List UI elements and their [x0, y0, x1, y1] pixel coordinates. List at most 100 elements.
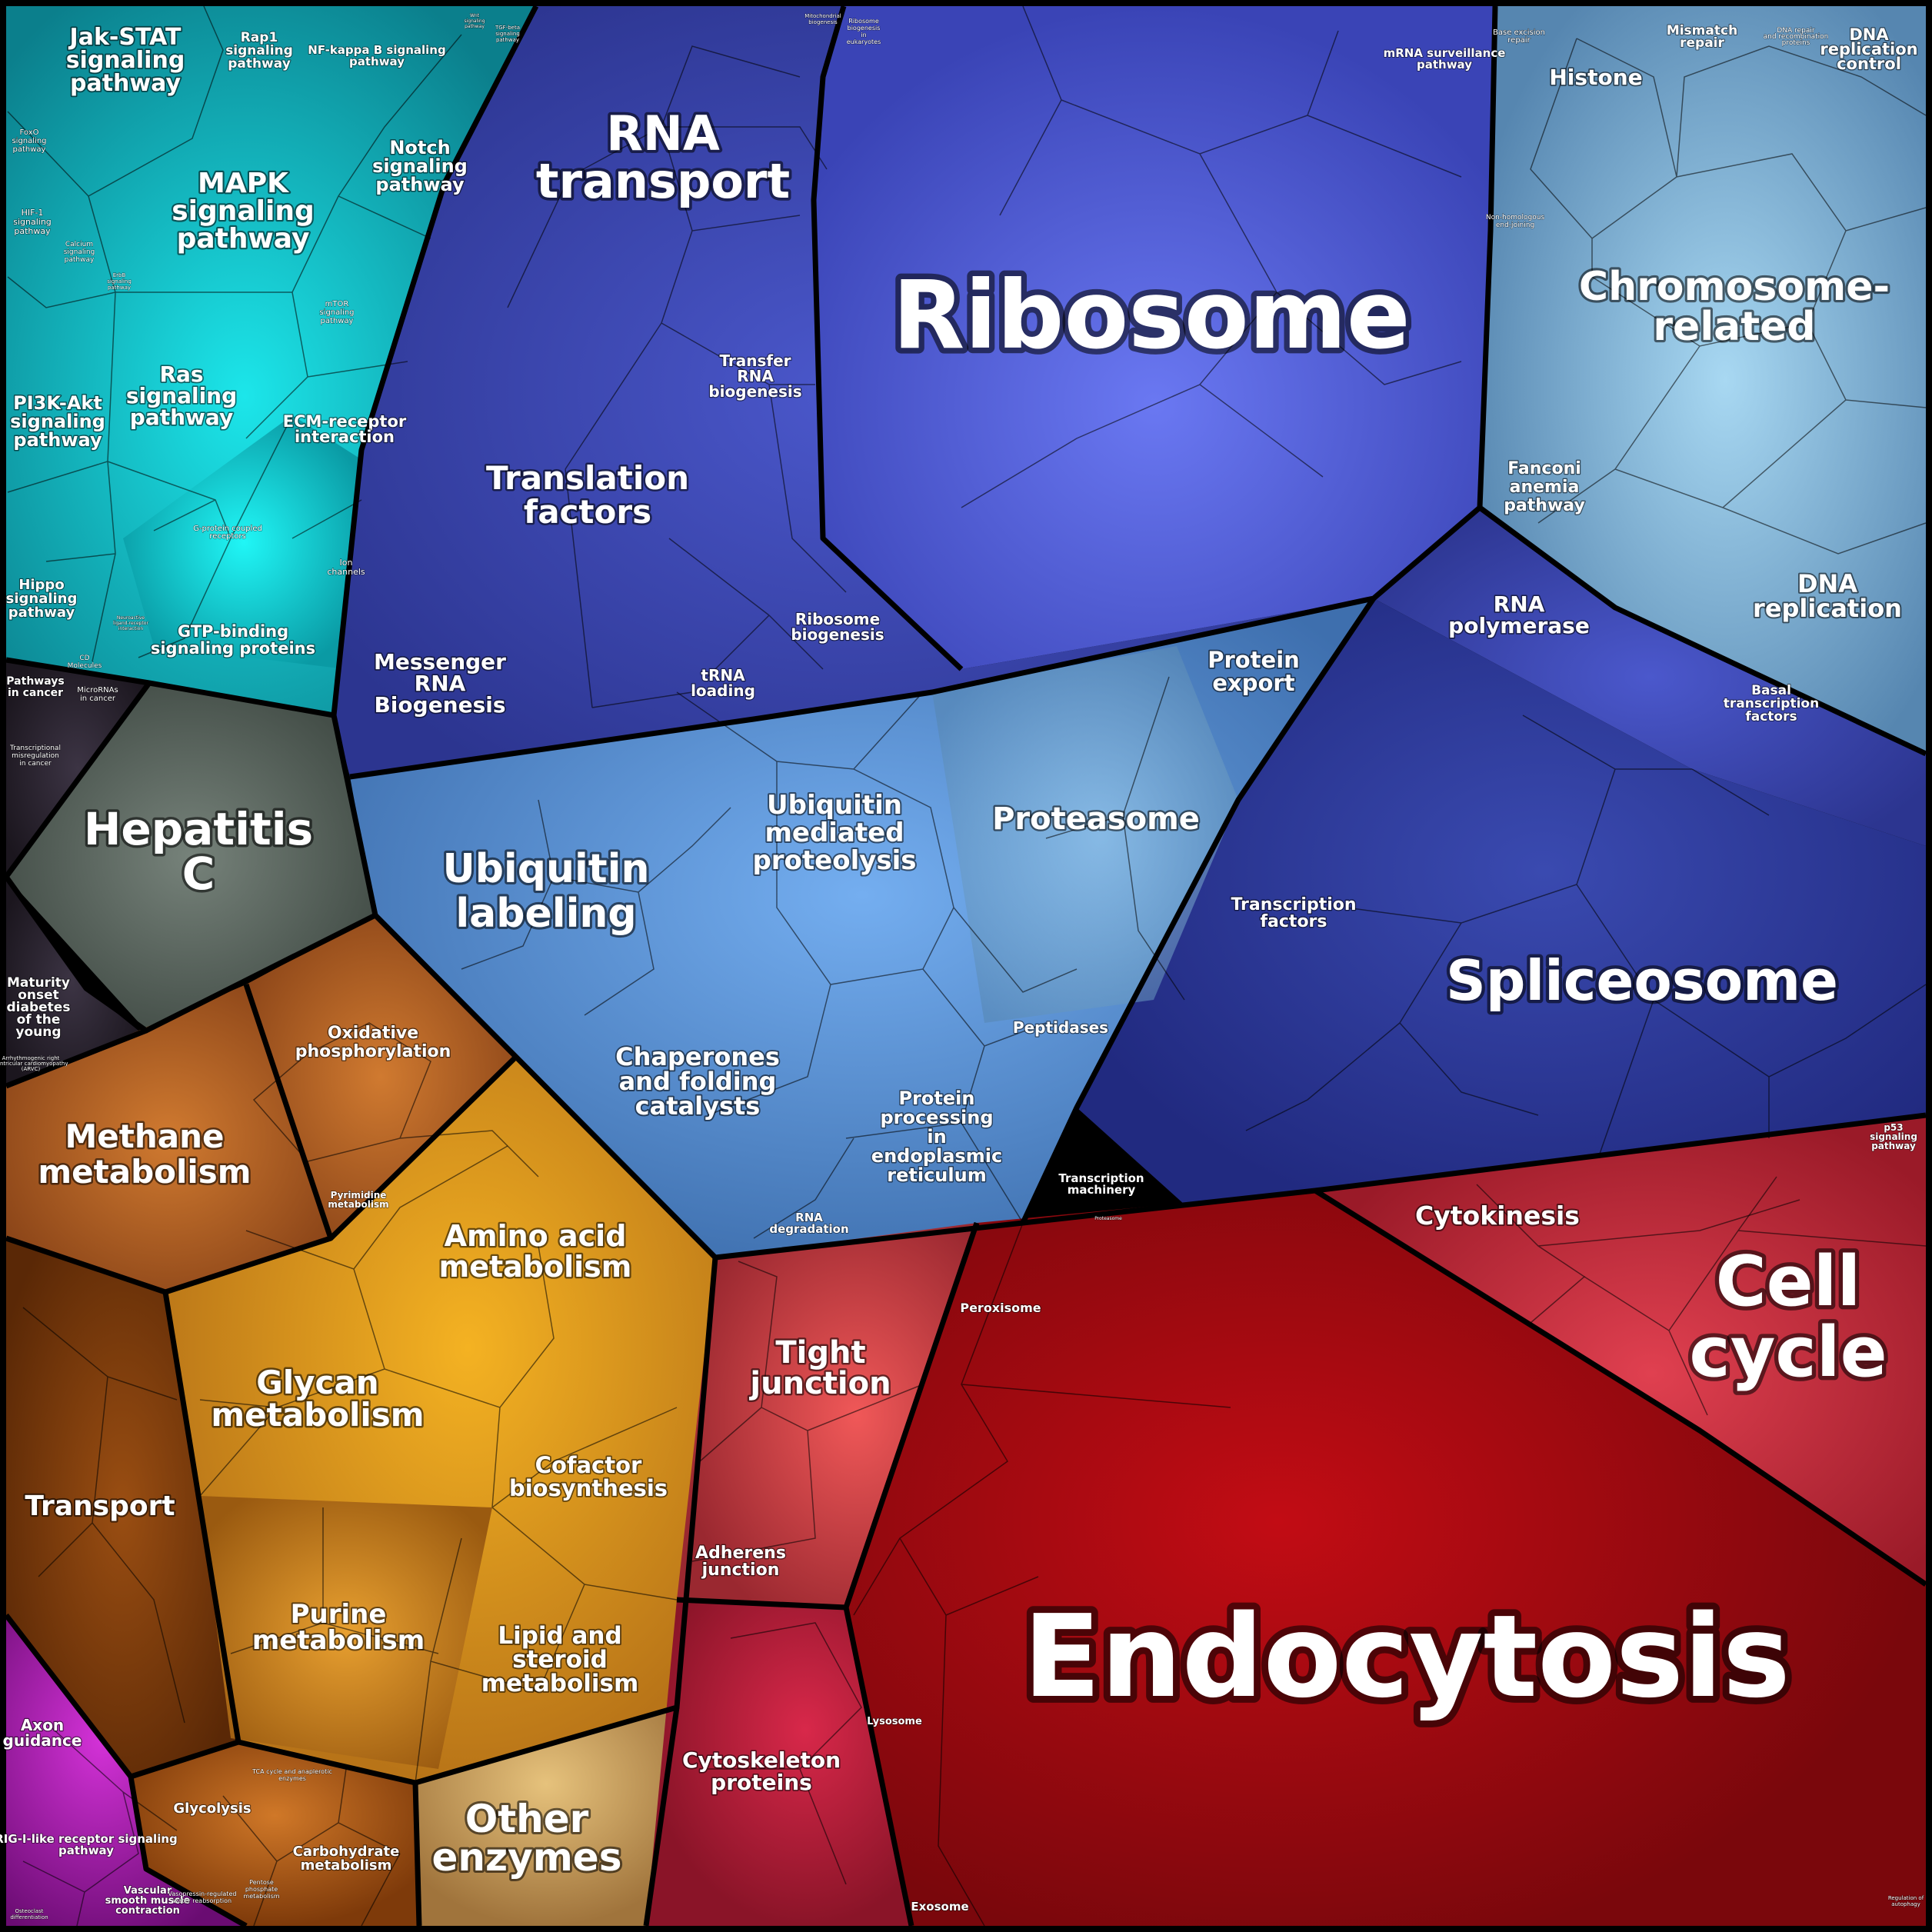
region-disease-dark-lower: [6, 877, 138, 1086]
label-cytokinesis: Cytokinesis: [1415, 1201, 1580, 1231]
region-disease-dark: [6, 660, 149, 877]
region-methane: [6, 984, 331, 1292]
label-histone: Histone: [1549, 65, 1642, 90]
label-glycolysis: Glycolysis: [173, 1800, 251, 1817]
region-oxphos: [246, 915, 515, 1238]
region-carbohydrate: [131, 1742, 419, 1926]
region-genetic: [334, 6, 1374, 777]
region-chromosome: [1480, 6, 1926, 754]
label-proteasome: Proteasome: [992, 801, 1200, 837]
label-ribosome: Ribosome: [892, 261, 1410, 370]
label-peroxisome: Peroxisome: [960, 1301, 1041, 1315]
region-cytoskeleton: [646, 1600, 911, 1926]
label-spliceosome: Spliceosome: [1446, 948, 1838, 1013]
label-lysosome: Lysosome: [867, 1716, 922, 1727]
label-exosome: Exosome: [911, 1900, 968, 1914]
cell-boundaries: [7, 5, 1927, 1927]
region-rna-polymerase: [1374, 508, 1926, 846]
label-proteasome-small: Proteasome: [1094, 1216, 1122, 1221]
region-purple: [6, 1615, 246, 1926]
region-spliceosome: [1077, 598, 1926, 1204]
label-transport: Transport: [25, 1491, 175, 1522]
region-transport: [6, 1238, 238, 1777]
region-cell-cycle: [1315, 1115, 1926, 1584]
label-chromosome: Chromosome-related: [1579, 264, 1890, 350]
region-endocytosis: [846, 1191, 1926, 1926]
label-peptidases: Peptidases: [1013, 1018, 1108, 1037]
region-hepatitis: [6, 683, 375, 1031]
region-ribosome: [814, 6, 1495, 669]
region-tight-junction: [677, 1223, 977, 1607]
label-endocytosis: Endocytosis: [1023, 1591, 1790, 1723]
